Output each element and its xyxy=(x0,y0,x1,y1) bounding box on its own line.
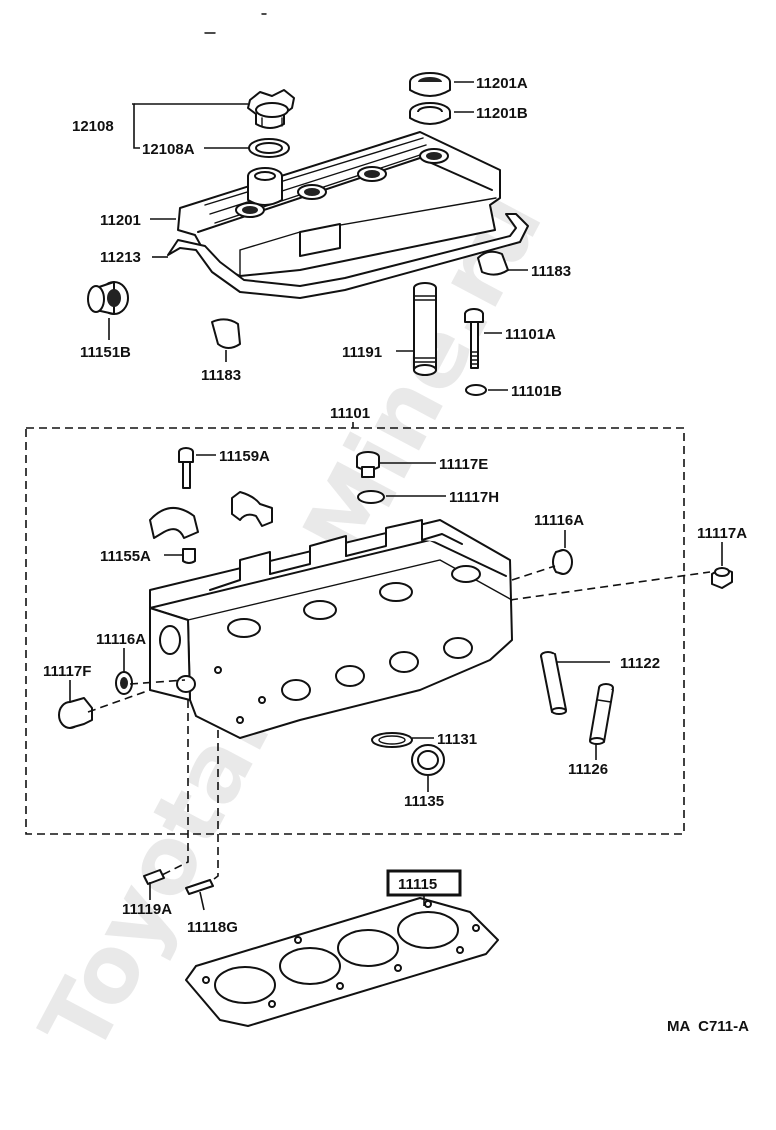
label-11101A: 11101A xyxy=(505,326,556,343)
valve-guide-bushing xyxy=(540,651,567,715)
head-cover-gasket xyxy=(167,213,529,299)
straight-pin-a xyxy=(143,869,165,885)
cover-bolt xyxy=(464,308,484,369)
oil-filler-cap xyxy=(247,89,295,129)
label-11135: 11135 xyxy=(404,793,444,810)
label-11155A: 11155A xyxy=(100,548,151,565)
label-11101: 11101 xyxy=(330,405,370,422)
label-11126: 11126 xyxy=(568,761,608,778)
label-11191: 11191 xyxy=(342,344,382,361)
cap-gasket xyxy=(248,138,290,158)
label-12108: 12108 xyxy=(72,118,114,135)
camshaft-bearing-cap-bolt xyxy=(178,447,194,489)
plug-gasket-h xyxy=(357,490,385,504)
label-11116A-left: 11116A xyxy=(96,631,146,648)
spark-plug-tube xyxy=(413,282,437,376)
camshaft-bearing-cap-b xyxy=(231,491,273,527)
semi-circular-plug-left xyxy=(211,318,241,349)
label-12108A: 12108A xyxy=(142,141,195,158)
label-11116A-right: 11116A xyxy=(534,512,584,529)
label-11131: 11131 xyxy=(437,731,477,748)
label-11117H: 11117H xyxy=(449,489,499,506)
head-plug-left xyxy=(115,671,133,695)
label-11213: 11213 xyxy=(100,249,141,266)
cylinder-head xyxy=(149,519,513,739)
label-11118G: 11118G xyxy=(187,919,238,936)
label-11122: 11122 xyxy=(620,655,660,672)
semi-circular-plug-right xyxy=(477,250,509,276)
label-11201: 11201 xyxy=(100,212,141,229)
camshaft-bearing-cap-a xyxy=(149,507,199,539)
valve-stem-ring xyxy=(371,732,413,748)
label-11201A: 11201A xyxy=(476,75,528,92)
label-11117F: 11117F xyxy=(43,663,91,680)
cover-washer xyxy=(465,384,487,396)
plug-seal-b xyxy=(409,102,451,125)
label-11159A: 11159A xyxy=(219,448,270,465)
plug-seal-a xyxy=(409,72,451,97)
label-11183-right: 11183 xyxy=(531,263,571,280)
label-11119A: 11119A xyxy=(122,901,172,918)
head-plug-right xyxy=(552,549,573,575)
label-11201B: 11201B xyxy=(476,105,528,122)
label-11115[interactable]: 11115 xyxy=(398,876,437,893)
label-11183-left: 11183 xyxy=(201,367,241,384)
label-11151B: 11151B xyxy=(80,344,131,361)
label-11117E: 11117E xyxy=(439,456,488,473)
highlight-box xyxy=(386,869,462,897)
screw-plug-e xyxy=(356,451,380,478)
screw-plug-f xyxy=(58,697,93,729)
oil-seal xyxy=(87,281,129,315)
cylinder-head-cover xyxy=(177,131,501,277)
cylinder-head-gasket xyxy=(185,897,499,1027)
diagram-code: MA C711-A xyxy=(667,1018,749,1035)
screw-plug-a xyxy=(711,567,733,589)
valve-guide-bushing-2 xyxy=(589,683,614,745)
straight-pin xyxy=(182,548,196,564)
straight-pin-g xyxy=(185,879,214,895)
label-11101B: 11101B xyxy=(511,383,562,400)
valve-seat-ring xyxy=(411,744,445,776)
label-11117A: 11117A xyxy=(697,525,747,542)
